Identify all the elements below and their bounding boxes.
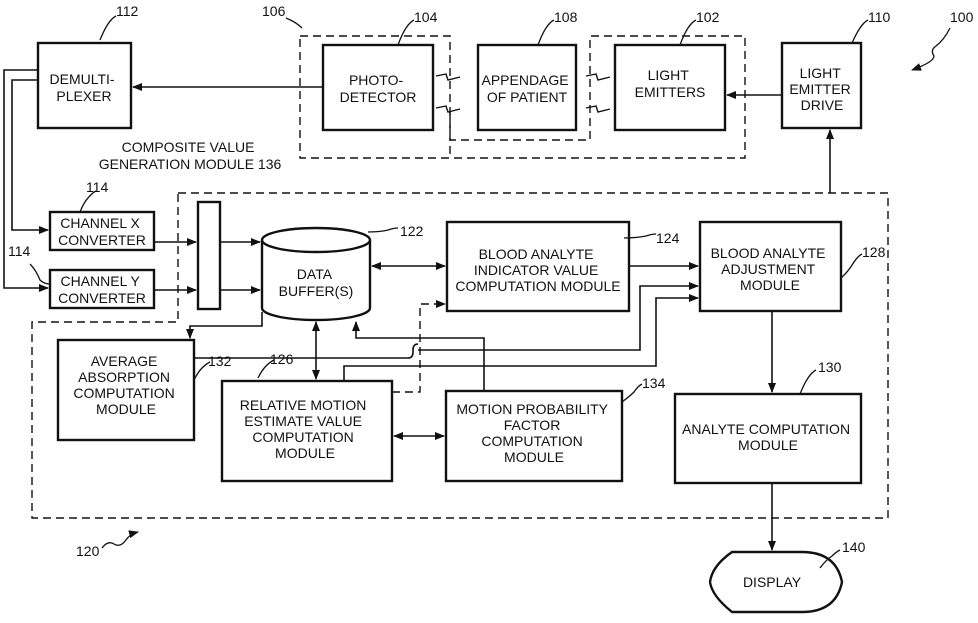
ref-104: 104 xyxy=(414,9,438,25)
ref-112: 112 xyxy=(116,3,139,19)
composite-module-label: COMPOSITE VALUE GENERATION MODULE 136 xyxy=(99,139,282,172)
ref-110: 110 xyxy=(868,9,891,25)
composite-value-generation-module xyxy=(198,202,220,309)
demux-label: DEMULTI- PLEXER xyxy=(50,71,119,104)
ref-114-x: 114 xyxy=(86,179,109,195)
ref-128: 128 xyxy=(862,244,886,260)
photodetector-label: PHOTO- DETECTOR xyxy=(340,72,417,105)
ref-140: 140 xyxy=(842,539,866,555)
relmotion-to-indicator-dashed xyxy=(392,304,445,392)
ref-100: 100 xyxy=(950,9,974,25)
ref-120: 120 xyxy=(76,543,100,559)
ref-126: 126 xyxy=(270,351,294,367)
ref-132: 132 xyxy=(208,353,232,369)
ref-124: 124 xyxy=(656,230,680,246)
ref-106: 106 xyxy=(262,3,286,19)
indicator-label: BLOOD ANALYTE INDICATOR VALUE COMPUTATIO… xyxy=(455,246,620,294)
ref-102: 102 xyxy=(696,9,720,25)
channel-y-label: CHANNEL Y CONVERTER xyxy=(58,273,146,306)
system-100-arrow xyxy=(912,28,950,70)
channel-x-label: CHANNEL X CONVERTER xyxy=(58,215,146,248)
display-label: DISPLAY xyxy=(743,574,802,590)
ref-114-y: 114 xyxy=(8,243,31,259)
block-labels: DEMULTI- PLEXER PHOTO- DETECTOR APPENDAG… xyxy=(50,65,855,590)
ref-108: 108 xyxy=(554,9,578,25)
buffer-to-avgabs-arrow xyxy=(190,312,262,338)
processor-120-arrow xyxy=(102,532,138,548)
appendage-label: APPENDAGE OF PATIENT xyxy=(481,72,572,105)
ref-130: 130 xyxy=(818,359,842,375)
ref-122: 122 xyxy=(400,223,424,239)
ref-134: 134 xyxy=(642,375,666,391)
